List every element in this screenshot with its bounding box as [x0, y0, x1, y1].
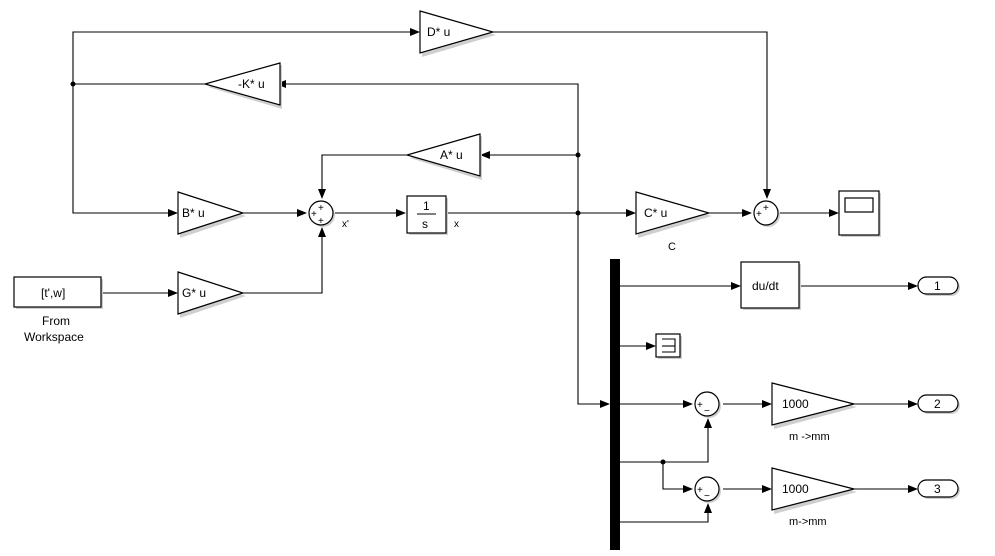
- from-workspace-label: [t',w]: [41, 286, 65, 300]
- signal-x-label: x: [454, 219, 459, 230]
- wire-k-output: [72, 83, 205, 214]
- sum-main-block[interactable]: + + +: [308, 200, 335, 227]
- outport-1-label: 1: [934, 279, 941, 293]
- gain-c-block[interactable]: C* u: [635, 191, 712, 238]
- integrator-denominator: s: [422, 217, 428, 231]
- arrow-to-c: [626, 209, 636, 217]
- arrow-to-terminator: [646, 342, 656, 350]
- sum-error-bottom-block[interactable]: + −: [694, 476, 721, 503]
- gain-b-block[interactable]: B* u: [177, 191, 246, 238]
- arrow-to-gain-bottom: [762, 485, 772, 493]
- arrow-to-err-top-left: [683, 400, 693, 408]
- gain-d-label: D* u: [427, 25, 450, 39]
- wire-a-output: [321, 154, 407, 197]
- junction-left: [70, 81, 76, 87]
- arrow-to-scope: [829, 209, 839, 217]
- wire-demux-input: [577, 213, 602, 405]
- sum-main-sign-top: +: [318, 203, 324, 214]
- arrow-to-b: [168, 209, 178, 217]
- arrow-to-err-top-bottom: [704, 418, 712, 428]
- gain-a-label: A* u: [440, 148, 463, 162]
- derivative-label: du/dt: [752, 279, 779, 293]
- sum-error-top-block[interactable]: + −: [694, 391, 721, 418]
- sum-output-sign-top: +: [763, 203, 769, 214]
- arrow-to-integrator: [396, 209, 406, 217]
- arrow-to-err-bottom-bottom: [704, 503, 712, 513]
- signal-xdot-label: x': [342, 219, 349, 230]
- wire-d-input: [72, 31, 412, 84]
- arrow-to-out-sum-left: [742, 209, 752, 217]
- demux-block[interactable]: [610, 259, 620, 550]
- wire-d-output: [493, 31, 768, 197]
- arrow-to-out1: [908, 282, 918, 290]
- scope-screen: [844, 197, 874, 213]
- arrow-to-out2: [908, 400, 918, 408]
- wire-demux-branch: [662, 462, 686, 490]
- from-workspace-caption-1: From: [42, 314, 70, 328]
- gain-g-label: G* u: [182, 286, 206, 300]
- junction-dots: [70, 81, 666, 465]
- arrow-to-out3: [908, 485, 918, 493]
- outport-3[interactable]: 3: [917, 479, 960, 499]
- wire-g-output: [243, 229, 323, 294]
- gain-c-label: C* u: [644, 206, 667, 220]
- gain-1000-top-caption: m ->mm: [789, 431, 830, 443]
- arrow-to-a: [480, 151, 490, 159]
- sum-err-top-sign-left: +: [697, 400, 703, 411]
- from-workspace-caption-2: Workspace: [24, 330, 84, 344]
- wire-demux-out4: [620, 420, 709, 463]
- wire-k-input: [284, 83, 579, 213]
- sum-err-bottom-sign-left: +: [697, 485, 703, 496]
- gain-1000-bottom-caption: m->mm: [789, 516, 827, 528]
- arrow-to-deriv: [731, 282, 741, 290]
- wire-demux-out5: [620, 505, 709, 523]
- outport-2-label: 2: [934, 397, 941, 411]
- arrow-sum-left: [297, 209, 307, 217]
- sum-main-sign-left: +: [311, 209, 317, 220]
- sum-output-sign-left: +: [756, 209, 762, 220]
- gain-d-block[interactable]: D* u: [419, 10, 496, 57]
- junction-demux-branch: [660, 459, 666, 465]
- integrator-numerator: 1: [423, 199, 430, 213]
- gain-1000-bottom-label: 1000: [782, 482, 809, 496]
- outport-3-label: 3: [934, 482, 941, 496]
- sum-main-sign-bottom: +: [318, 216, 324, 227]
- gain-1000-top-label: 1000: [782, 397, 809, 411]
- sum-output-block[interactable]: + +: [753, 200, 780, 227]
- gain-k-block[interactable]: -K* u: [202, 62, 282, 109]
- signal-lines: [72, 31, 910, 523]
- arrow-sum-bottom: [318, 227, 326, 237]
- terminator-icon[interactable]: [655, 333, 682, 359]
- arrow-to-demux: [600, 400, 610, 408]
- gain-c-caption: C: [668, 241, 676, 253]
- junction-a: [575, 152, 581, 158]
- sum-err-bottom-sign-bottom: −: [704, 491, 710, 502]
- gain-k-label: -K* u: [238, 77, 265, 91]
- derivative-block[interactable]: du/dt: [740, 261, 801, 310]
- outport-1[interactable]: 1: [917, 276, 960, 296]
- arrow-to-out-sum-top: [763, 189, 771, 199]
- integrator-block[interactable]: 1 s: [406, 195, 448, 235]
- scope-icon[interactable]: [838, 190, 881, 237]
- gain-a-block[interactable]: A* u: [404, 133, 482, 180]
- gain-g-block[interactable]: G* u: [177, 271, 246, 318]
- arrow-to-gain-top: [762, 400, 772, 408]
- arrow-sum-top: [318, 189, 326, 199]
- outport-2[interactable]: 2: [917, 394, 960, 414]
- sum-err-top-sign-bottom: −: [704, 406, 710, 417]
- arrow-to-err-bottom-left: [683, 485, 693, 493]
- junction-x: [575, 210, 581, 216]
- from-workspace-block[interactable]: [t',w]: [13, 276, 103, 309]
- gain-1000-top-block[interactable]: 1000: [771, 382, 857, 429]
- gain-1000-bottom-block[interactable]: 1000: [771, 467, 857, 514]
- arrow-to-g: [168, 289, 178, 297]
- gain-b-label: B* u: [182, 206, 205, 220]
- arrow-to-d: [410, 28, 420, 36]
